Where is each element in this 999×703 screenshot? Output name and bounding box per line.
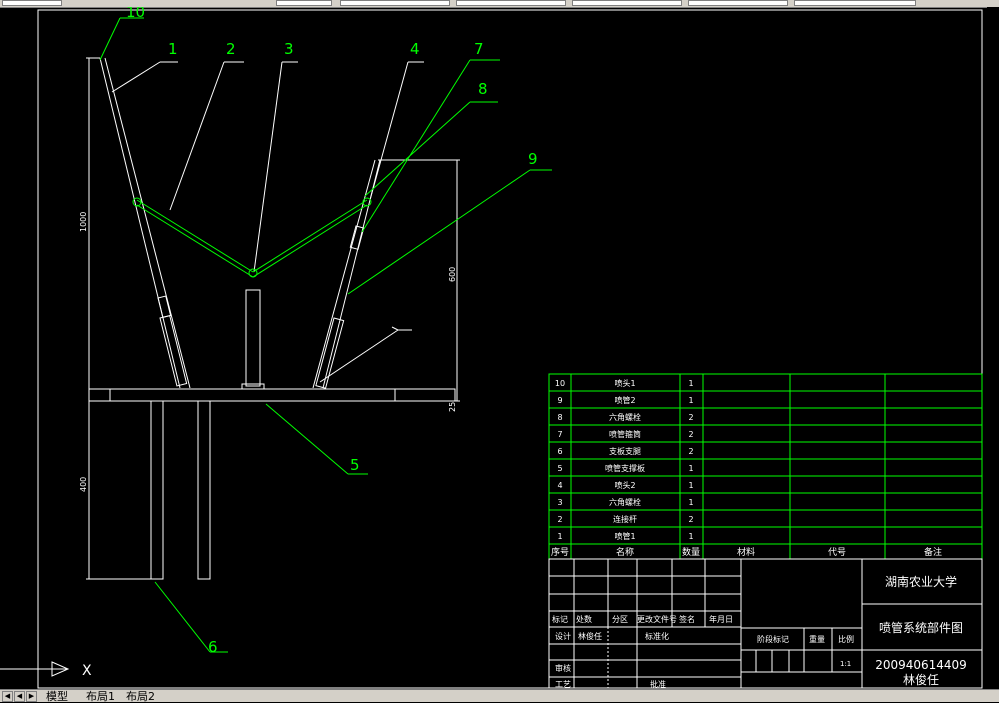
parts-cell-name: 喷管1 (614, 531, 635, 541)
tab-layout1[interactable]: 布局1 (86, 690, 115, 703)
header-material: 材料 (737, 546, 755, 558)
parts-cell-no: 10 (555, 379, 565, 388)
tab-layout2[interactable]: 布局2 (126, 690, 155, 703)
balloon-3: 3 (284, 40, 294, 58)
parts-cell-no: 6 (557, 447, 562, 456)
tb-date: 年月日 (709, 614, 733, 624)
header-no: 序号 (551, 546, 569, 558)
tb-design: 设计 (555, 631, 571, 641)
tb-scale: 比例 (838, 634, 854, 644)
parts-cell-qty: 1 (688, 532, 693, 541)
parts-cell-no: 1 (557, 532, 562, 541)
tb-weight: 重量 (809, 634, 825, 644)
header-note: 备注 (924, 546, 942, 558)
assembly-drawing (86, 57, 460, 580)
color-dropdown[interactable] (456, 0, 566, 6)
balloon-7: 7 (474, 40, 484, 58)
green-annotations (99, 17, 552, 653)
linetype-dropdown[interactable] (572, 0, 682, 6)
tb-author: 林俊任 (903, 672, 939, 687)
tb-university: 湖南农业大学 (885, 574, 957, 589)
balloon-1: 1 (168, 40, 178, 58)
tb-scale-value: 1:1 (840, 660, 851, 668)
parts-cell-name: 喷管箍筒 (609, 429, 641, 439)
drawing-border (37, 9, 983, 689)
parts-cell-qty: 1 (688, 464, 693, 473)
balloon-6: 6 (208, 638, 218, 656)
parts-cell-no: 7 (557, 430, 562, 439)
style-dropdown[interactable] (340, 0, 450, 6)
tb-designer: 林俊任 (578, 631, 602, 641)
tb-drawing-number: 200940614409 (875, 658, 967, 672)
parts-cell-name: 连接杆 (613, 514, 637, 524)
balloon-4: 4 (410, 40, 420, 58)
tb-approve: 批准 (650, 679, 666, 689)
prev-tab-icon[interactable]: ◀ (14, 691, 25, 702)
parts-cell-qty: 1 (688, 396, 693, 405)
tb-stage: 阶段标记 (757, 634, 789, 644)
parts-cell-name: 六角螺栓 (609, 412, 641, 422)
parts-cell-name: 喷头1 (614, 378, 635, 388)
dim-400: 400 (79, 477, 88, 492)
tb-mark: 标记 (552, 614, 568, 624)
balloon-10: 10 (126, 7, 145, 21)
tb-sign: 签名 (679, 614, 695, 624)
toolbar-icons[interactable] (276, 0, 332, 6)
vertical-scrollbar[interactable] (987, 7, 999, 690)
drawing-canvas[interactable]: 1 2 3 4 5 6 7 8 9 10 1000 600 25 400 X 1… (0, 7, 987, 689)
dim-600: 600 (448, 267, 457, 282)
balloon-2: 2 (226, 40, 236, 58)
header-code: 代号 (828, 547, 846, 558)
parts-cell-no: 9 (557, 396, 562, 405)
tb-change-doc: 更改文件号 (637, 614, 677, 624)
parts-cell-no: 8 (557, 413, 562, 422)
parts-list-table: 10 喷头1 1 9 喷管2 1 8 六角螺栓 2 7 喷管箍筒 2 6 支板支腿 2 5 喷管支撑板 1 4 喷头2… (548, 373, 983, 560)
balloon-5: 5 (350, 456, 360, 474)
parts-cell-no: 2 (557, 515, 562, 524)
parts-cell-name: 喷管2 (614, 395, 635, 405)
parts-cell-qty: 2 (688, 413, 693, 422)
parts-cell-name: 喷管支撑板 (605, 463, 645, 473)
tb-process: 工艺 (555, 680, 571, 689)
parts-cell-name: 六角螺栓 (609, 497, 641, 507)
parts-cell-qty: 1 (688, 481, 693, 490)
dim-25: 25 (448, 402, 457, 412)
parts-cell-qty: 1 (688, 379, 693, 388)
parts-cell-no: 3 (557, 498, 562, 507)
layout-tabs-bar: ◀ ◀ ▶ 模型 布局1 布局2 (0, 689, 999, 702)
tb-drawing-title: 喷管系统部件图 (879, 620, 963, 635)
toolbar-strip (0, 0, 999, 8)
tb-review: 审核 (555, 663, 571, 673)
first-tab-icon[interactable]: ◀ (2, 691, 13, 702)
tab-model[interactable]: 模型 (46, 690, 68, 703)
parts-cell-qty: 1 (688, 498, 693, 507)
balloon-9: 9 (528, 150, 538, 168)
lineweight-dropdown[interactable] (688, 0, 788, 6)
ucs-x-label: X (82, 663, 92, 679)
balloon-8: 8 (478, 80, 488, 98)
plotstyle-dropdown[interactable] (794, 0, 916, 6)
parts-cell-qty: 2 (688, 447, 693, 456)
parts-cell-qty: 2 (688, 430, 693, 439)
tb-count: 处数 (576, 614, 592, 624)
parts-cell-no: 5 (557, 464, 562, 473)
title-block (548, 558, 983, 689)
tb-standard: 标准化 (645, 631, 669, 641)
ucs-icon (0, 661, 70, 677)
parts-cell-name: 喷头2 (614, 480, 635, 490)
dim-1000: 1000 (79, 212, 88, 232)
parts-cell-no: 4 (557, 481, 562, 490)
parts-cell-name: 支板支腿 (609, 446, 641, 456)
header-name: 名称 (616, 546, 634, 558)
layer-dropdown[interactable] (2, 0, 62, 6)
next-tab-icon[interactable]: ▶ (26, 691, 37, 702)
parts-cell-qty: 2 (688, 515, 693, 524)
header-qty: 数量 (682, 546, 700, 558)
tb-zone: 分区 (612, 615, 628, 624)
